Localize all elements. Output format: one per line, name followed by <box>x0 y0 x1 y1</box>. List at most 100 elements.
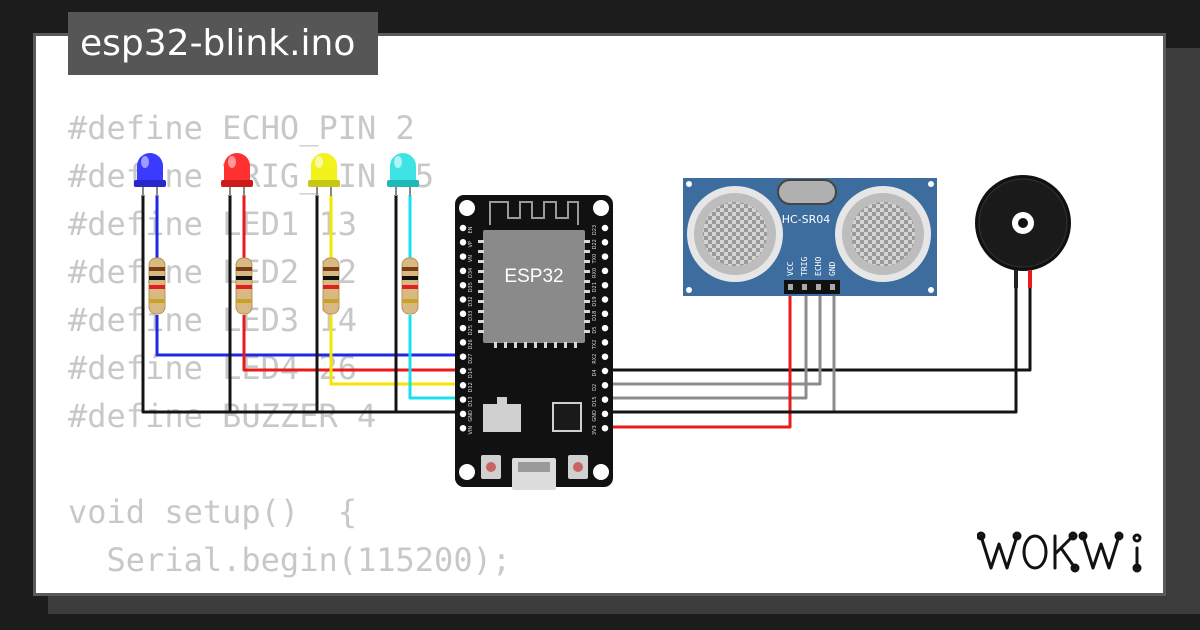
sensor-label: HC-SR04 <box>782 213 831 226</box>
voltage-regulator <box>483 404 521 432</box>
code-line: pinMode(LED_BUILTIN, OUTPUT); <box>68 584 666 593</box>
antenna <box>489 201 579 225</box>
header-pin[interactable] <box>458 366 468 376</box>
pin-label: D33 <box>468 311 474 321</box>
pin-label: D19 <box>592 296 598 306</box>
wire-yellow <box>329 315 460 386</box>
usb-uart-chip <box>552 402 582 432</box>
led-blue[interactable] <box>134 153 166 196</box>
code-line: #define BUZZER 4 <box>68 397 377 435</box>
wire-black <box>605 285 1018 414</box>
header-pin[interactable] <box>458 294 468 305</box>
project-filename[interactable]: esp32-blink.ino <box>68 12 378 75</box>
wire-cyan <box>408 315 460 400</box>
header-pin[interactable] <box>458 223 468 233</box>
pin-label: D26 <box>468 339 474 349</box>
transducer-right <box>835 186 931 282</box>
header-pin[interactable] <box>600 409 610 419</box>
pin-label: D34 <box>468 268 474 278</box>
header-pin[interactable] <box>600 394 610 405</box>
code-line: #define LED1 13 <box>68 205 357 243</box>
buzzer[interactable] <box>975 175 1071 288</box>
code-line: void setup() { <box>68 493 357 531</box>
wire-red <box>605 292 792 429</box>
pin-label: D15 <box>592 396 598 406</box>
esp32-board[interactable]: ESP32 ENVPVND34D35D32D33D25D26D27D14D12D… <box>455 195 613 490</box>
mounting-hole <box>593 200 609 216</box>
pin-label: D12 <box>468 382 474 392</box>
code-line: #define ECHO_PIN 2 <box>68 109 415 147</box>
hc-sr04-sensor[interactable]: HC-SR04 VCC TRIG ECHO GND <box>683 178 937 296</box>
resistor[interactable] <box>322 257 340 315</box>
pin-label: TX2 <box>592 340 598 351</box>
pin-label: RX0 <box>592 268 598 278</box>
mounting-hole <box>459 464 475 480</box>
header-pin[interactable] <box>600 380 610 391</box>
header-pin[interactable] <box>458 423 468 433</box>
header-pin[interactable] <box>600 294 610 305</box>
wire-red <box>242 315 460 372</box>
pin-label: D5 <box>592 327 598 334</box>
pin-label-gnd: GND <box>828 261 837 276</box>
resistor[interactable] <box>148 257 166 315</box>
transducer-left <box>687 186 783 282</box>
wire-gray <box>605 292 822 386</box>
pin-label: D13 <box>468 396 474 406</box>
resistor[interactable] <box>235 257 253 315</box>
pin-label: TX0 <box>592 254 598 265</box>
header-pin[interactable] <box>458 409 468 419</box>
header-pin[interactable] <box>600 266 610 276</box>
header-pin[interactable] <box>600 251 610 262</box>
wokwi-logo <box>977 531 1142 573</box>
header-pin[interactable] <box>600 366 610 376</box>
header-pin[interactable] <box>458 323 468 333</box>
pin-label: D14 <box>468 368 474 378</box>
header-pin[interactable] <box>600 351 610 362</box>
pin-label-echo: ECHO <box>814 257 823 276</box>
header-pin[interactable] <box>600 280 610 290</box>
pin-label: VN <box>468 255 474 262</box>
header-pin[interactable] <box>600 309 610 319</box>
wire-black <box>605 285 1032 372</box>
module-pads <box>478 240 590 348</box>
header-pin[interactable] <box>600 237 610 248</box>
header-pin[interactable] <box>458 280 468 290</box>
header-pin[interactable] <box>600 223 610 233</box>
crystal <box>777 179 837 205</box>
header-pin[interactable] <box>458 337 468 348</box>
header-pin[interactable] <box>458 251 468 262</box>
pin-label: 3V3 <box>592 425 598 435</box>
pin-label: D2 <box>592 384 598 391</box>
led-yellow[interactable] <box>308 153 340 196</box>
pin-label: D21 <box>592 282 598 292</box>
header-pin[interactable] <box>458 380 468 391</box>
header-pin[interactable] <box>600 423 610 433</box>
pin-label: D23 <box>592 225 598 235</box>
pin-label: D18 <box>592 311 598 321</box>
header-pin[interactable] <box>458 309 468 319</box>
code-background: #define ECHO_PIN 2#define TRIG_PIN 15#de… <box>68 104 666 593</box>
mounting-hole <box>593 464 609 480</box>
pin-label: RX2 <box>592 354 598 364</box>
mounting-hole <box>459 200 475 216</box>
led-red[interactable] <box>221 153 253 196</box>
pin-label: D35 <box>468 282 474 292</box>
led-cyan[interactable] <box>387 153 419 196</box>
pin-label: D22 <box>592 239 598 249</box>
wire-gray <box>605 292 836 414</box>
sensor-pins <box>784 280 840 294</box>
header-pin[interactable] <box>600 323 610 333</box>
header-pin[interactable] <box>458 266 468 276</box>
code-line: Serial.begin(115200); <box>68 541 512 579</box>
header-pin[interactable] <box>458 351 468 362</box>
pin-label: D27 <box>468 354 474 364</box>
header-pin[interactable] <box>600 337 610 348</box>
pin-label: D32 <box>468 296 474 306</box>
header-pin[interactable] <box>458 394 468 405</box>
header-pin[interactable] <box>458 237 468 248</box>
wire-blue <box>155 315 460 357</box>
pin-label-trig: TRIG <box>800 257 809 276</box>
resistor[interactable] <box>401 257 419 315</box>
wire-gray <box>605 292 808 400</box>
